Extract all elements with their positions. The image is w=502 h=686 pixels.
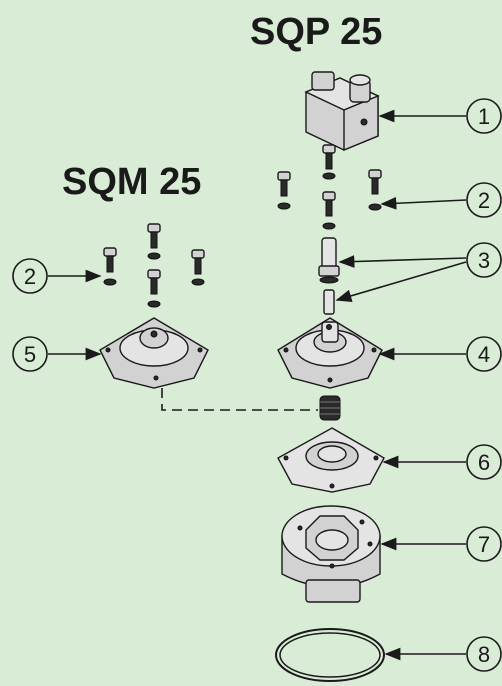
callout-2-left-label: 2	[24, 264, 36, 289]
callout-3-label: 3	[478, 248, 490, 273]
title-sqm25: SQM 25	[62, 161, 201, 203]
callout-1: 1	[466, 98, 502, 134]
part-7-valve-body	[281, 505, 381, 603]
callout-6-label: 6	[478, 450, 490, 475]
callout-7: 7	[466, 526, 502, 562]
callout-2-right: 2	[466, 182, 502, 218]
callout-2-left: 2	[12, 258, 48, 294]
callout-8-label: 8	[478, 642, 490, 667]
part-6-diaphragm	[277, 427, 385, 493]
part-3-plunger-assembly	[318, 237, 340, 315]
callout-3: 3	[466, 242, 502, 278]
title-sqp25: SQP 25	[250, 11, 382, 53]
dashed-link-line	[161, 388, 318, 411]
callout-1-label: 1	[478, 104, 490, 129]
part-5-sqm-bonnet	[99, 317, 209, 389]
part-2-screws-sqp	[277, 144, 382, 230]
callout-8: 8	[466, 636, 502, 672]
callout-6: 6	[466, 444, 502, 480]
part-4-sqp-bonnet	[277, 317, 383, 389]
spring	[319, 395, 341, 421]
callout-2-right-label: 2	[478, 188, 490, 213]
leader-lines	[48, 109, 467, 661]
callout-4-label: 4	[478, 342, 490, 367]
callout-5: 5	[12, 336, 48, 372]
part-8-o-ring	[275, 628, 385, 682]
part-1-solenoid-coil	[304, 71, 380, 152]
callout-4: 4	[466, 336, 502, 372]
callout-5-label: 5	[24, 342, 36, 367]
callout-7-label: 7	[478, 532, 490, 557]
part-2-screws-sqm	[103, 223, 205, 308]
